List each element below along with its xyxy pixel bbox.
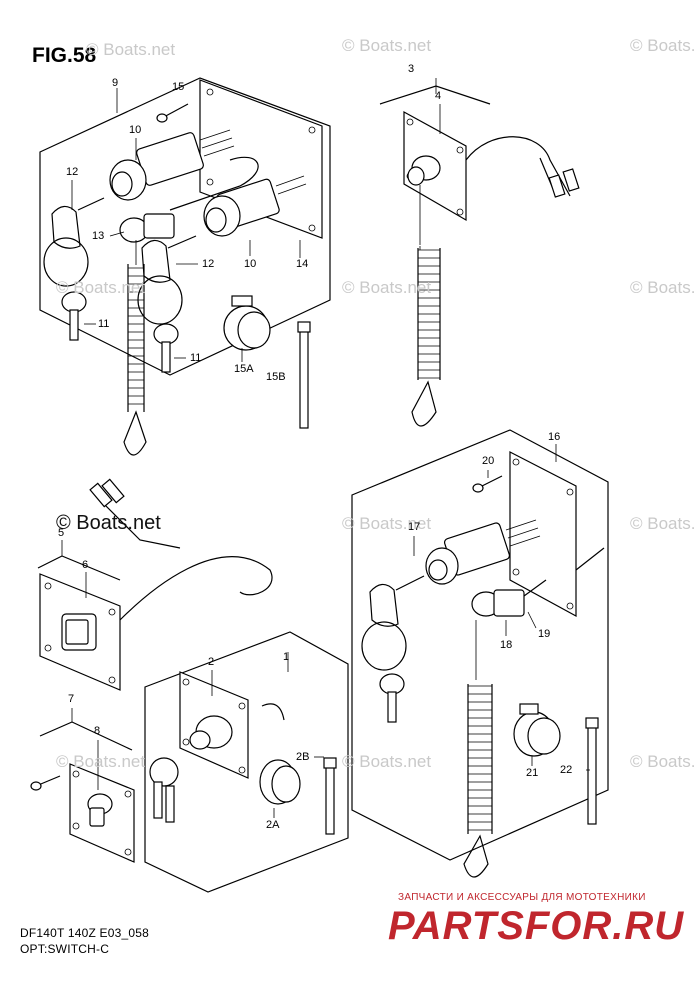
watermark: © Boats.net bbox=[56, 752, 146, 771]
part-label-20: 20 bbox=[482, 455, 495, 467]
part-label-10: 10 bbox=[129, 124, 142, 136]
part-label-8: 8 bbox=[94, 725, 101, 737]
group-16-outline bbox=[351, 429, 609, 861]
part-label-19: 19 bbox=[538, 628, 551, 640]
store-logo: PARTSFOR.RU bbox=[388, 904, 685, 948]
part-label-2a: 2A bbox=[266, 819, 280, 831]
toggle-switch-8 bbox=[87, 793, 113, 827]
stop-switch-13 bbox=[119, 213, 175, 243]
part-label-18: 18 bbox=[500, 639, 513, 651]
cable-tie-15b bbox=[297, 321, 311, 429]
keys-2 bbox=[149, 757, 179, 823]
coiled-lanyard-c bbox=[463, 620, 493, 878]
key-11a bbox=[61, 291, 87, 341]
part-label-15: 15 bbox=[172, 81, 185, 93]
part-label-7: 7 bbox=[68, 693, 75, 705]
part-label-4: 4 bbox=[435, 90, 442, 102]
key-switch-2 bbox=[189, 703, 285, 750]
part-label-6: 6 bbox=[82, 559, 89, 571]
lead-wire-5 bbox=[89, 478, 273, 621]
cable-tie-2b bbox=[323, 757, 337, 835]
figure-title: FIG.58 bbox=[32, 44, 97, 67]
watermark: © Boats.net bbox=[342, 278, 432, 297]
cap-15a bbox=[223, 295, 271, 351]
screw-15 bbox=[156, 103, 189, 123]
part-label-3: 3 bbox=[408, 63, 415, 75]
watermark: © Boats.net bbox=[86, 40, 176, 59]
watermark: © Boats.net bbox=[56, 278, 146, 297]
watermark: © Boats.net bbox=[342, 36, 432, 55]
group-name: OPT:SWITCH-C bbox=[20, 942, 110, 956]
part-label-21: 21 bbox=[526, 767, 539, 779]
screw-7 bbox=[30, 775, 61, 791]
group-5-outline bbox=[37, 540, 121, 581]
watermark: © Boats.net bbox=[630, 752, 696, 771]
part-label-5: 5 bbox=[58, 527, 65, 539]
stop-switch-18 bbox=[471, 579, 547, 617]
part-label-12: 12 bbox=[66, 166, 79, 178]
cable-tie-22 bbox=[585, 717, 599, 825]
watermark: © Boats.net bbox=[630, 514, 696, 533]
part-label-13: 13 bbox=[92, 230, 105, 242]
group-9-outline bbox=[39, 77, 331, 376]
key-switch-10b bbox=[203, 175, 307, 237]
screw-20 bbox=[472, 475, 503, 493]
rocker-switch-6 bbox=[61, 613, 97, 651]
watermark: © Boats.net bbox=[342, 752, 432, 771]
group-1-outline bbox=[144, 631, 349, 893]
group-7-outline bbox=[39, 708, 133, 751]
part-label-15b: 15B bbox=[266, 371, 286, 383]
store-tagline: ЗАПЧАСТИ И АКСЕССУАРЫ ДЛЯ МОТОТЕХНИКИ bbox=[398, 892, 646, 903]
part-label-14: 14 bbox=[296, 258, 309, 270]
key-fob-12b bbox=[137, 235, 197, 325]
key-11b bbox=[153, 323, 179, 373]
key-fob-17 bbox=[361, 575, 425, 723]
part-label-2b: 2B bbox=[296, 751, 310, 763]
part-label-12: 12 bbox=[202, 258, 215, 270]
part-label-11: 11 bbox=[98, 318, 110, 330]
watermark: © Boats.net bbox=[630, 278, 696, 297]
cable-bundle bbox=[169, 156, 259, 211]
lead-wire-3 bbox=[465, 136, 580, 198]
part-label-1: 1 bbox=[283, 651, 290, 663]
watermark-emphasized: © Boats.net bbox=[56, 512, 161, 534]
part-label-11: 11 bbox=[190, 352, 202, 364]
coiled-lanyard-b bbox=[411, 185, 441, 427]
watermark: © Boats.net bbox=[630, 36, 696, 55]
key-switch-17 bbox=[425, 519, 541, 585]
cable-16 bbox=[575, 547, 605, 571]
part-label-15a: 15A bbox=[234, 363, 254, 375]
key-fob-12a bbox=[43, 197, 105, 287]
cap-2a bbox=[259, 759, 301, 805]
part-label-16: 16 bbox=[548, 431, 561, 443]
model-code: DF140T 140Z E03_058 bbox=[20, 926, 149, 940]
part-label-22: 22 bbox=[560, 764, 573, 776]
leader-lines bbox=[71, 104, 590, 818]
part-label-2: 2 bbox=[208, 656, 215, 668]
part-label-10: 10 bbox=[244, 258, 257, 270]
part-label-9: 9 bbox=[112, 77, 119, 89]
stop-switch-4 bbox=[407, 155, 441, 186]
coiled-lanyard-a bbox=[123, 240, 147, 456]
watermark: © Boats.net bbox=[342, 514, 432, 533]
part-label-17: 17 bbox=[408, 521, 421, 533]
key-switch-10a bbox=[109, 129, 235, 201]
cap-21 bbox=[513, 703, 561, 757]
group-3-outline bbox=[379, 78, 491, 105]
